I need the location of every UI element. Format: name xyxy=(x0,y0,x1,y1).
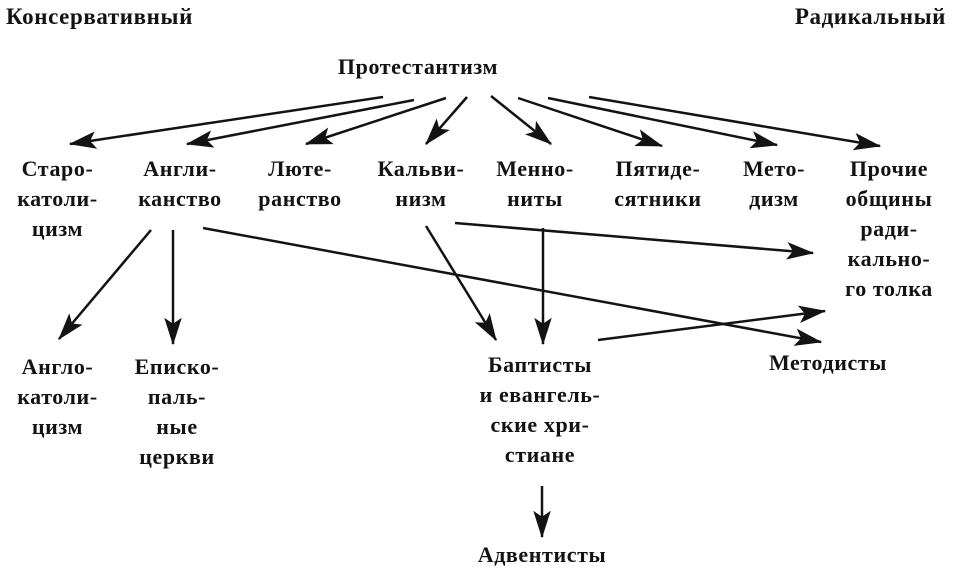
edge-anglicanism-to-anglo-catholicism xyxy=(58,229,152,340)
node-mennonites: Менно- ниты xyxy=(496,156,574,211)
edge-protestantism-to-anglicanism xyxy=(185,98,415,148)
edge-protestantism-to-old-catholicism xyxy=(68,95,384,149)
node-protestantism: Протестантизм xyxy=(337,54,499,79)
node-other-radical-communities: Прочие общины ради- кально- го толка xyxy=(845,156,933,301)
edge-calvinism-to-other-radical-communities xyxy=(454,221,815,260)
edge-anglicanism-to-methodists xyxy=(202,226,823,346)
edge-protestantism-to-other-radical-communities xyxy=(588,95,882,151)
edge-protestantism-to-methodism xyxy=(547,96,779,149)
node-methodism: Мето- дизм xyxy=(742,156,806,211)
edge-protestantism-to-lutheranism xyxy=(304,96,447,146)
edge-protestantism-to-mennonites xyxy=(490,95,552,145)
edge-protestantism-to-calvinism xyxy=(425,96,468,145)
edge-calvinism-to-baptists xyxy=(424,225,498,342)
node-pentecostals: Пятиде- сятники xyxy=(614,156,702,211)
node-lutheranism: Люте- ранство xyxy=(258,156,342,211)
node-anglo-catholicism: Англо- католи- цизм xyxy=(17,354,98,439)
node-methodists: Методисты xyxy=(768,350,888,375)
edge-baptists-to-other-radical-communities xyxy=(597,305,827,342)
axis-label-conservative: Консервативный xyxy=(6,4,193,29)
node-anglicanism: Англи- канство xyxy=(138,156,222,211)
node-old-catholicism: Старо- католи- цизм xyxy=(17,156,98,241)
edge-protestantism-to-pentecostals xyxy=(517,96,664,148)
node-calvinism: Кальви- низм xyxy=(377,156,465,211)
node-adventists: Адвентисты xyxy=(477,542,607,567)
node-episcopal-churches: Еписко- паль- ные церкви xyxy=(134,354,220,469)
node-baptists-evangelicals: Баптисты и евангель- ские хри- стиане xyxy=(479,352,601,467)
axis-label-radical: Радикальный xyxy=(794,4,946,29)
